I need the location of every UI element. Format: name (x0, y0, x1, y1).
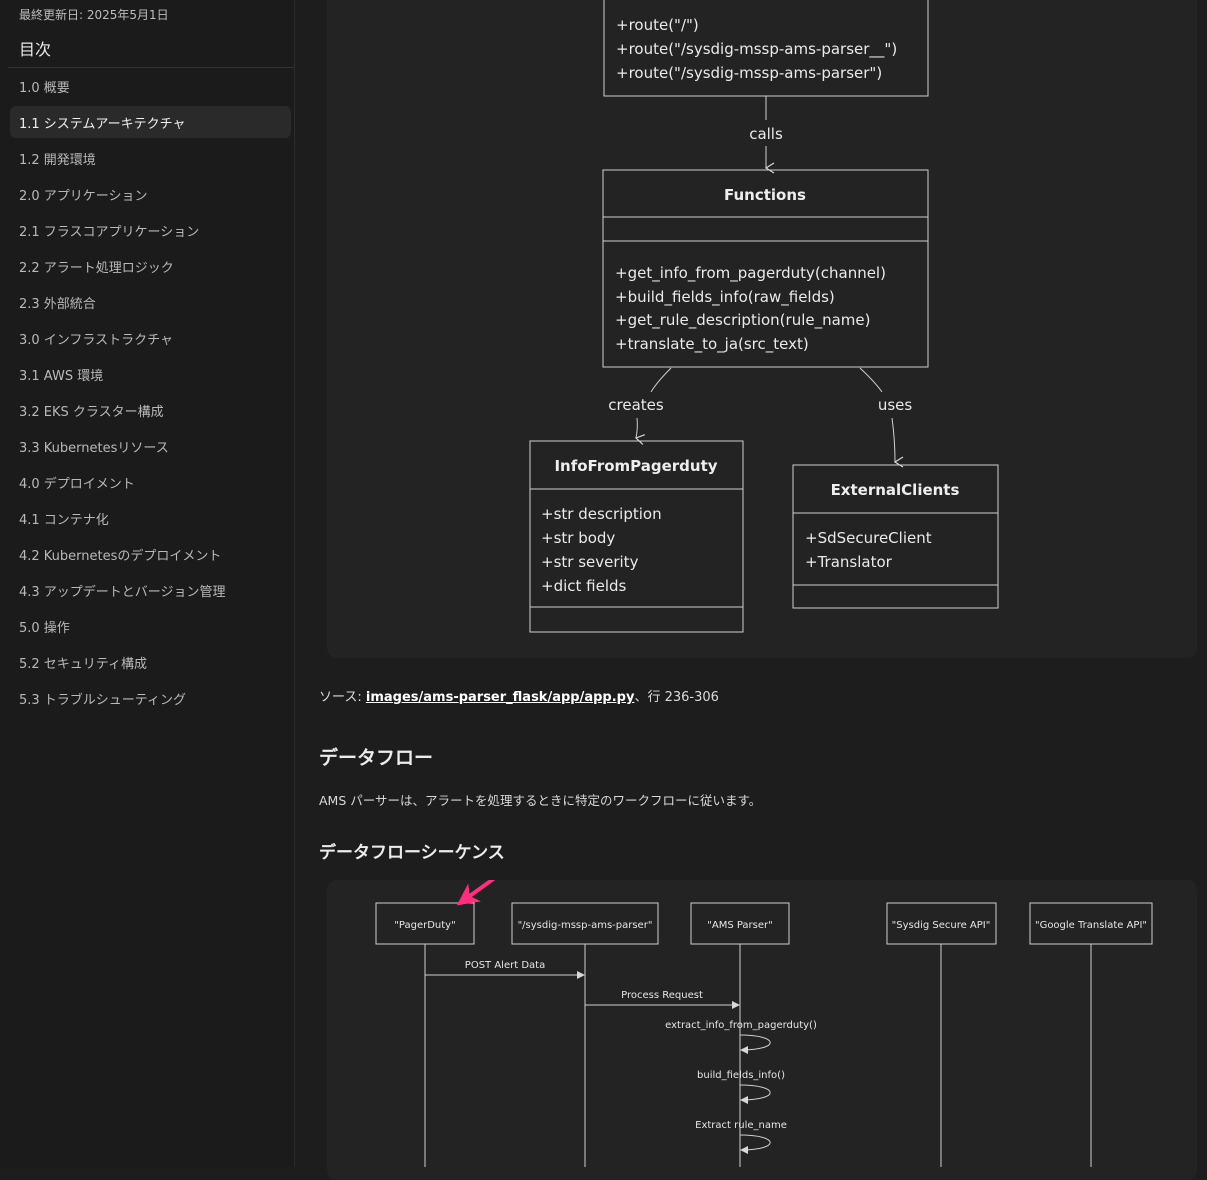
toc-title: 目次 (19, 40, 52, 59)
functions-title: Functions (724, 186, 806, 204)
toc-item-3-1[interactable]: 3.1 AWS 環境 (19, 368, 104, 384)
toc-item-3-3[interactable]: 3.3 Kubernetesリソース (19, 440, 169, 456)
toc-item-1-1[interactable]: 1.1 システムアーキテクチャ (10, 106, 291, 138)
message-label: Extract rule_name (695, 1120, 787, 1131)
toc-item-3-2[interactable]: 3.2 EKS クラスター構成 (19, 404, 164, 420)
calls-edge: calls (749, 96, 783, 174)
info-from-pagerduty-class-box: InfoFromPagerduty +str description +str … (529, 440, 744, 633)
annotation-arrow (456, 880, 496, 906)
info-box-field: +str body (541, 529, 615, 547)
info-box-field: +str severity (541, 553, 639, 571)
sequence-diagram: "PagerDuty" "/sysdig-mssp-ams-parser" "A… (375, 880, 1153, 1167)
participant-label: "Google Translate API" (1035, 920, 1147, 931)
functions-method: +build_fields_info(raw_fields) (615, 288, 835, 307)
participant-pagerduty: "PagerDuty" (375, 902, 475, 1167)
toc-item-3-0[interactable]: 3.0 インフラストラクチャ (19, 332, 174, 348)
clients-box-field: +Translator (805, 553, 893, 571)
uses-edge: uses (859, 367, 913, 468)
toc-item-1-2[interactable]: 1.2 開発環境 (19, 152, 96, 168)
functions-class-box: Functions +get_info_from_pagerduty(chann… (602, 169, 929, 368)
message-label: POST Alert Data (465, 960, 545, 971)
clients-box-field: +SdSecureClient (805, 529, 932, 547)
info-box-title: InfoFromPagerduty (554, 457, 717, 475)
message-extract-info: extract_info_from_pagerduty() (665, 1020, 817, 1054)
message-label: Process Request (621, 990, 703, 1001)
participant-label: "AMS Parser" (707, 920, 773, 931)
info-box-field: +str description (541, 505, 662, 523)
functions-method: +get_rule_description(rule_name) (615, 311, 870, 330)
participant-label: "Sysdig Secure API" (892, 920, 991, 931)
source-prefix: ソース: (319, 690, 366, 705)
toc-item-1-0[interactable]: 1.0 概要 (19, 80, 70, 96)
main-content: +route("/") +route("/sysdig-mssp-ams-par… (295, 0, 1207, 1180)
message-label: build_fields_info() (697, 1070, 785, 1081)
message-build-fields-info: build_fields_info() (697, 1070, 785, 1104)
external-clients-class-box: ExternalClients +SdSecureClient +Transla… (792, 464, 999, 609)
sidebar: 最終更新日: 2025年5月1日 目次 1.0 概要 1.1 システムアーキテク… (0, 0, 295, 1167)
routes-method: +route("/sysdig-mssp-ams-parser") (616, 64, 882, 82)
calls-label: calls (749, 125, 783, 143)
last-updated: 最終更新日: 2025年5月1日 (19, 8, 169, 22)
message-process-request: Process Request (585, 990, 740, 1009)
message-extract-rule-name: Extract rule_name (695, 1120, 787, 1154)
class-diagram: +route("/") +route("/sysdig-mssp-ams-par… (529, 0, 999, 633)
toc-item-4-1[interactable]: 4.1 コンテナ化 (19, 512, 109, 528)
toc-item-4-2[interactable]: 4.2 Kubernetesのデプロイメント (19, 548, 222, 564)
participant-google-translate-api: "Google Translate API" (1029, 902, 1153, 1167)
routes-method: +route("/sysdig-mssp-ams-parser__") (616, 40, 897, 59)
dataflow-heading: データフロー (319, 747, 434, 769)
participant-sysdig-secure-api: "Sysdig Secure API" (886, 902, 997, 1167)
message-label: extract_info_from_pagerduty() (665, 1020, 817, 1031)
toc-item-5-2[interactable]: 5.2 セキュリティ構成 (19, 656, 148, 672)
sequence-heading: データフローシーケンス (319, 843, 505, 863)
uses-label: uses (878, 396, 913, 414)
sequence-diagram-panel (327, 880, 1197, 1180)
toc-divider (8, 67, 294, 68)
toc-item-2-0[interactable]: 2.0 アプリケーション (19, 188, 148, 204)
participant-label: "/sysdig-mssp-ams-parser" (518, 920, 653, 931)
source-file-link[interactable]: images/ams-parser_flask/app/app.py (365, 690, 635, 705)
routes-class-box: +route("/") +route("/sysdig-mssp-ams-par… (603, 0, 929, 97)
toc-item-2-3[interactable]: 2.3 外部統合 (19, 296, 96, 312)
functions-method: +get_info_from_pagerduty(channel) (615, 264, 886, 283)
class-diagram-panel (327, 0, 1197, 658)
toc-item-5-0[interactable]: 5.0 操作 (19, 620, 70, 636)
source-suffix: 、行 236-306 (634, 690, 719, 705)
creates-edge: creates (608, 367, 672, 445)
routes-method: +route("/") (616, 16, 699, 34)
toc-list: 1.0 概要 1.1 システムアーキテクチャ 1.2 開発環境 2.0 アプリケ… (10, 70, 291, 718)
participant-ams-parser: "AMS Parser" (690, 902, 790, 1167)
message-post-alert-data: POST Alert Data (425, 960, 585, 979)
functions-method: +translate_to_ja(src_text) (615, 335, 809, 354)
dataflow-paragraph: AMS パーサーは、アラートを処理するときに特定のワークフローに従います。 (319, 793, 762, 808)
toc-item-2-2[interactable]: 2.2 アラート処理ロジック (19, 260, 174, 276)
participant-label: "PagerDuty" (394, 920, 455, 931)
info-box-field: +dict fields (541, 577, 627, 595)
source-reference: ソース: images/ams-parser_flask/app/app.py、… (319, 686, 719, 705)
creates-label: creates (608, 396, 664, 414)
clients-box-title: ExternalClients (831, 481, 960, 499)
toc-item-5-3[interactable]: 5.3 トラブルシューティング (19, 692, 187, 708)
toc-item-4-0[interactable]: 4.0 デプロイメント (19, 476, 135, 492)
toc-item-2-1[interactable]: 2.1 フラスコアプリケーション (19, 224, 200, 240)
participant-endpoint: "/sysdig-mssp-ams-parser" (511, 902, 659, 1167)
toc-item-4-3[interactable]: 4.3 アップデートとバージョン管理 (19, 584, 226, 600)
